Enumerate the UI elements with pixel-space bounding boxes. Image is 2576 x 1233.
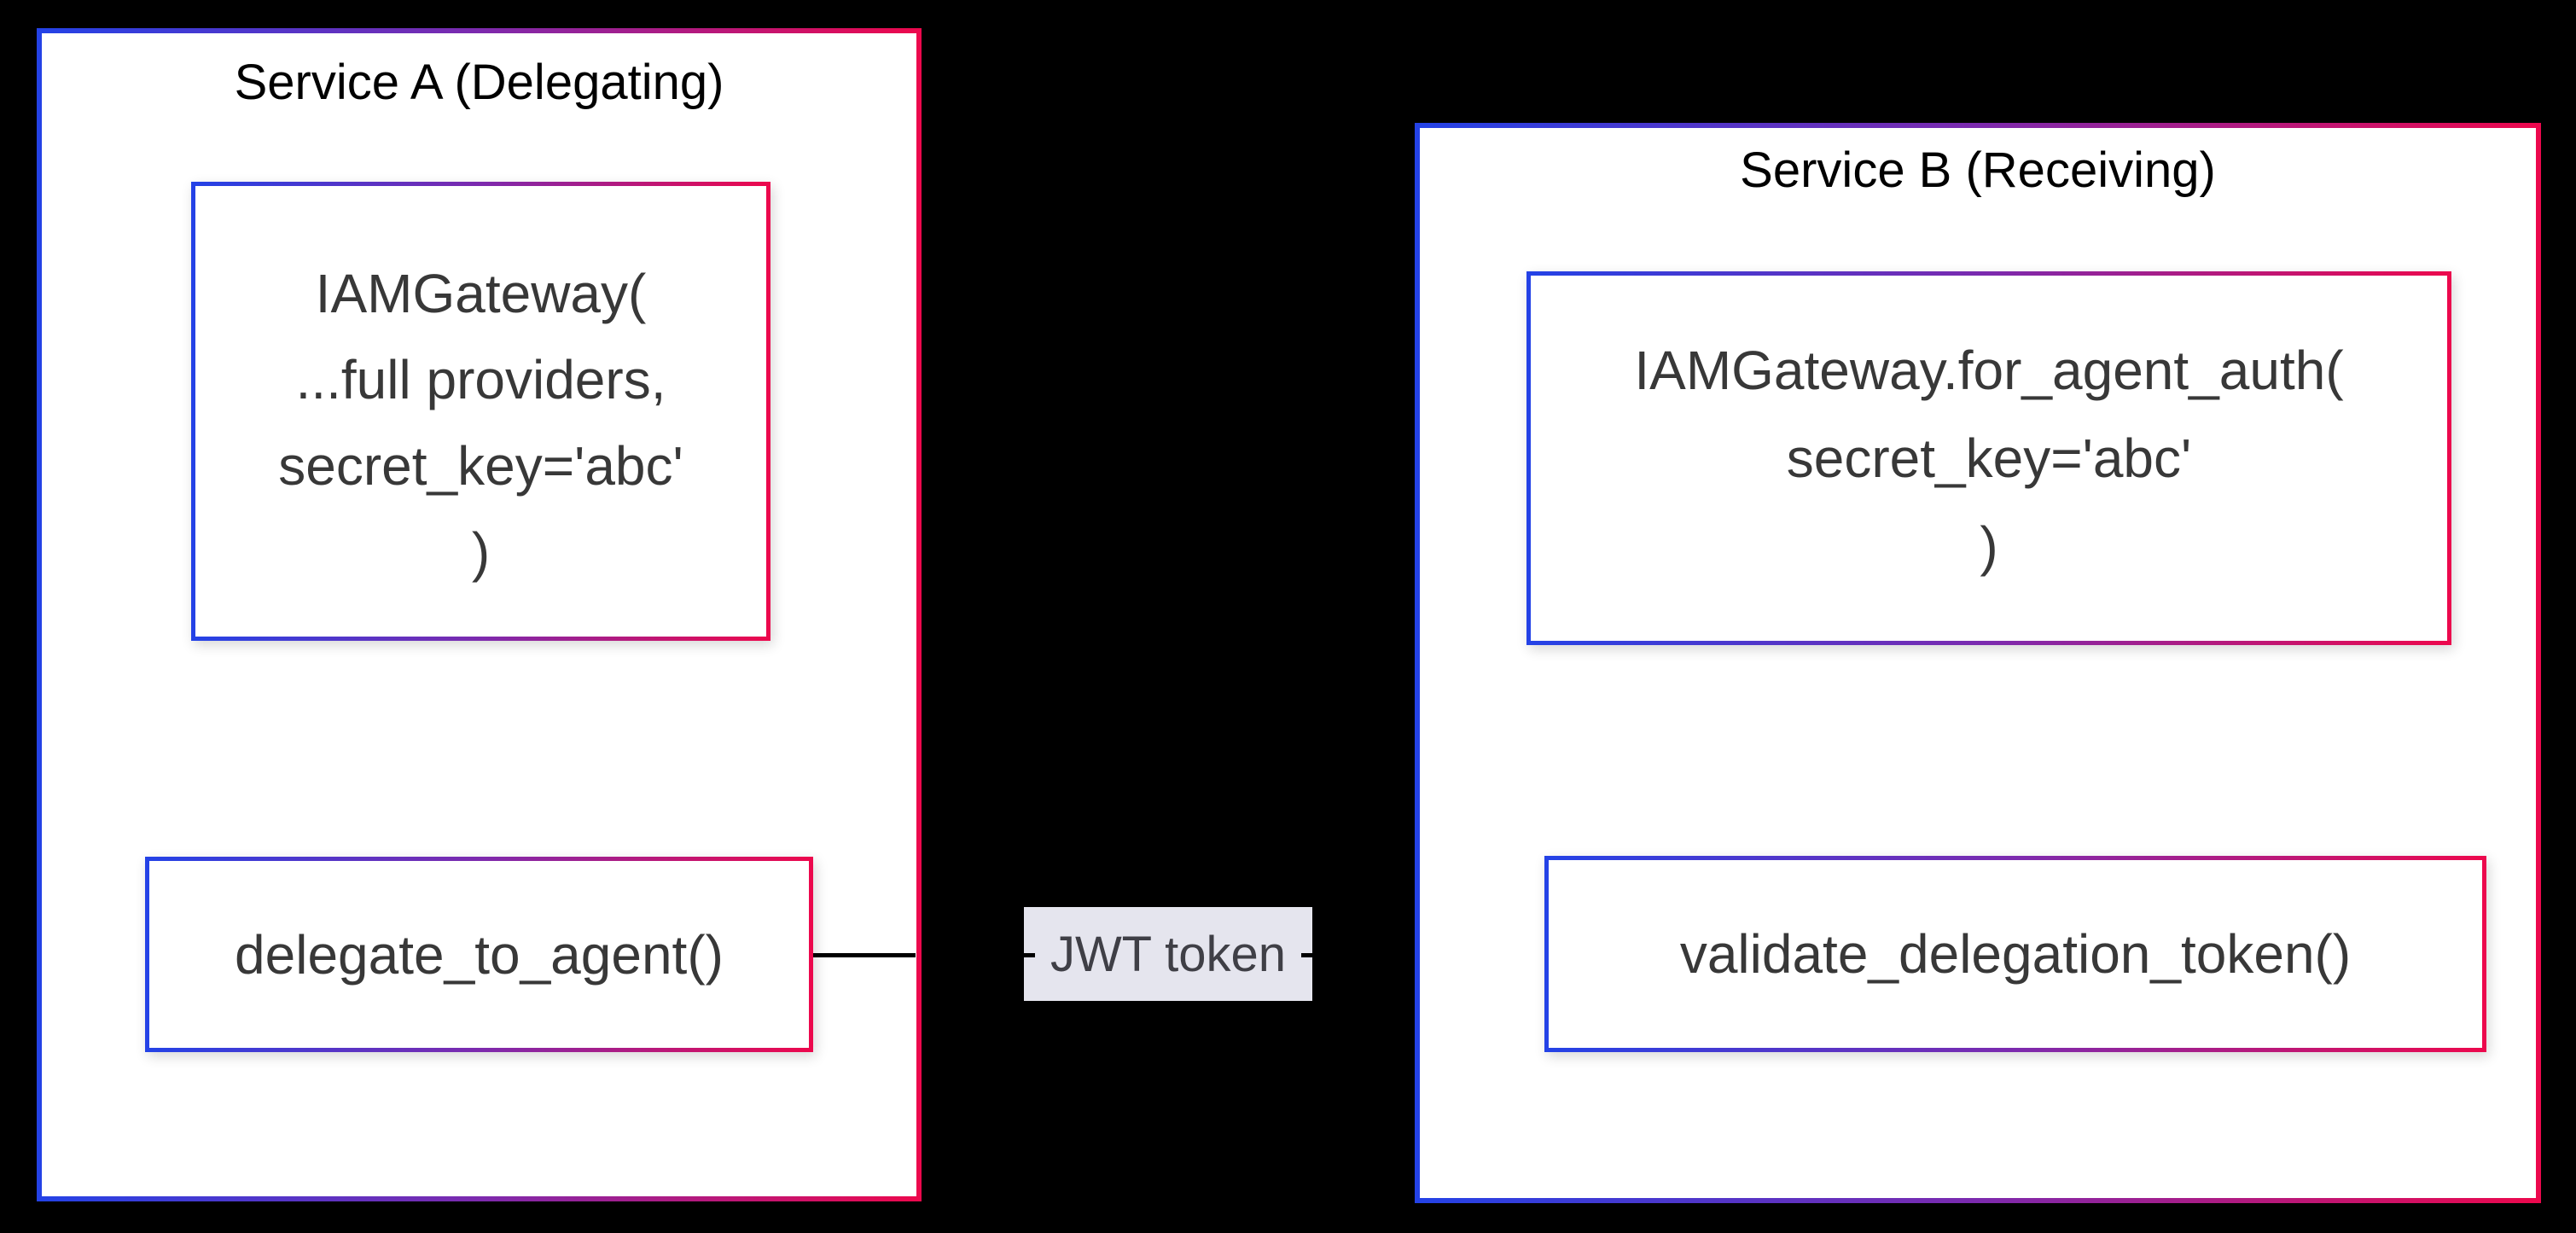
iamgateway-full-providers-box: IAMGateway( ...full providers, secret_ke…: [191, 182, 770, 641]
edge-line-left: [813, 953, 916, 957]
gateway-b-line-1: IAMGateway.for_agent_auth(: [1634, 339, 2344, 401]
validate-method-label: validate_delegation_token(): [1679, 923, 2352, 985]
edge-line-tip-left: [1024, 953, 1035, 957]
service-a-title: Service A (Delegating): [234, 55, 724, 110]
gateway-a-line-3: secret_key='abc': [278, 435, 683, 497]
iamgateway-for-agent-auth-box: IAMGateway.for_agent_auth( secret_key='a…: [1526, 271, 2451, 645]
gateway-a-line-4: ): [471, 521, 491, 583]
service-b-title: Service B (Receiving): [1740, 142, 2216, 198]
gateway-a-line-1: IAMGateway(: [315, 263, 647, 324]
gateway-b-line-3: ): [1980, 515, 1998, 577]
validate-delegation-token-box: validate_delegation_token(): [1544, 856, 2486, 1052]
gateway-b-line-2: secret_key='abc': [1786, 427, 2192, 489]
delegate-method-label: delegate_to_agent(): [235, 923, 724, 986]
delegate-to-agent-box: delegate_to_agent(): [145, 857, 813, 1052]
jwt-token-label: JWT token: [1024, 907, 1312, 1001]
gateway-a-line-2: ...full providers,: [295, 349, 666, 410]
edge-line-tip-right: [1301, 953, 1312, 957]
